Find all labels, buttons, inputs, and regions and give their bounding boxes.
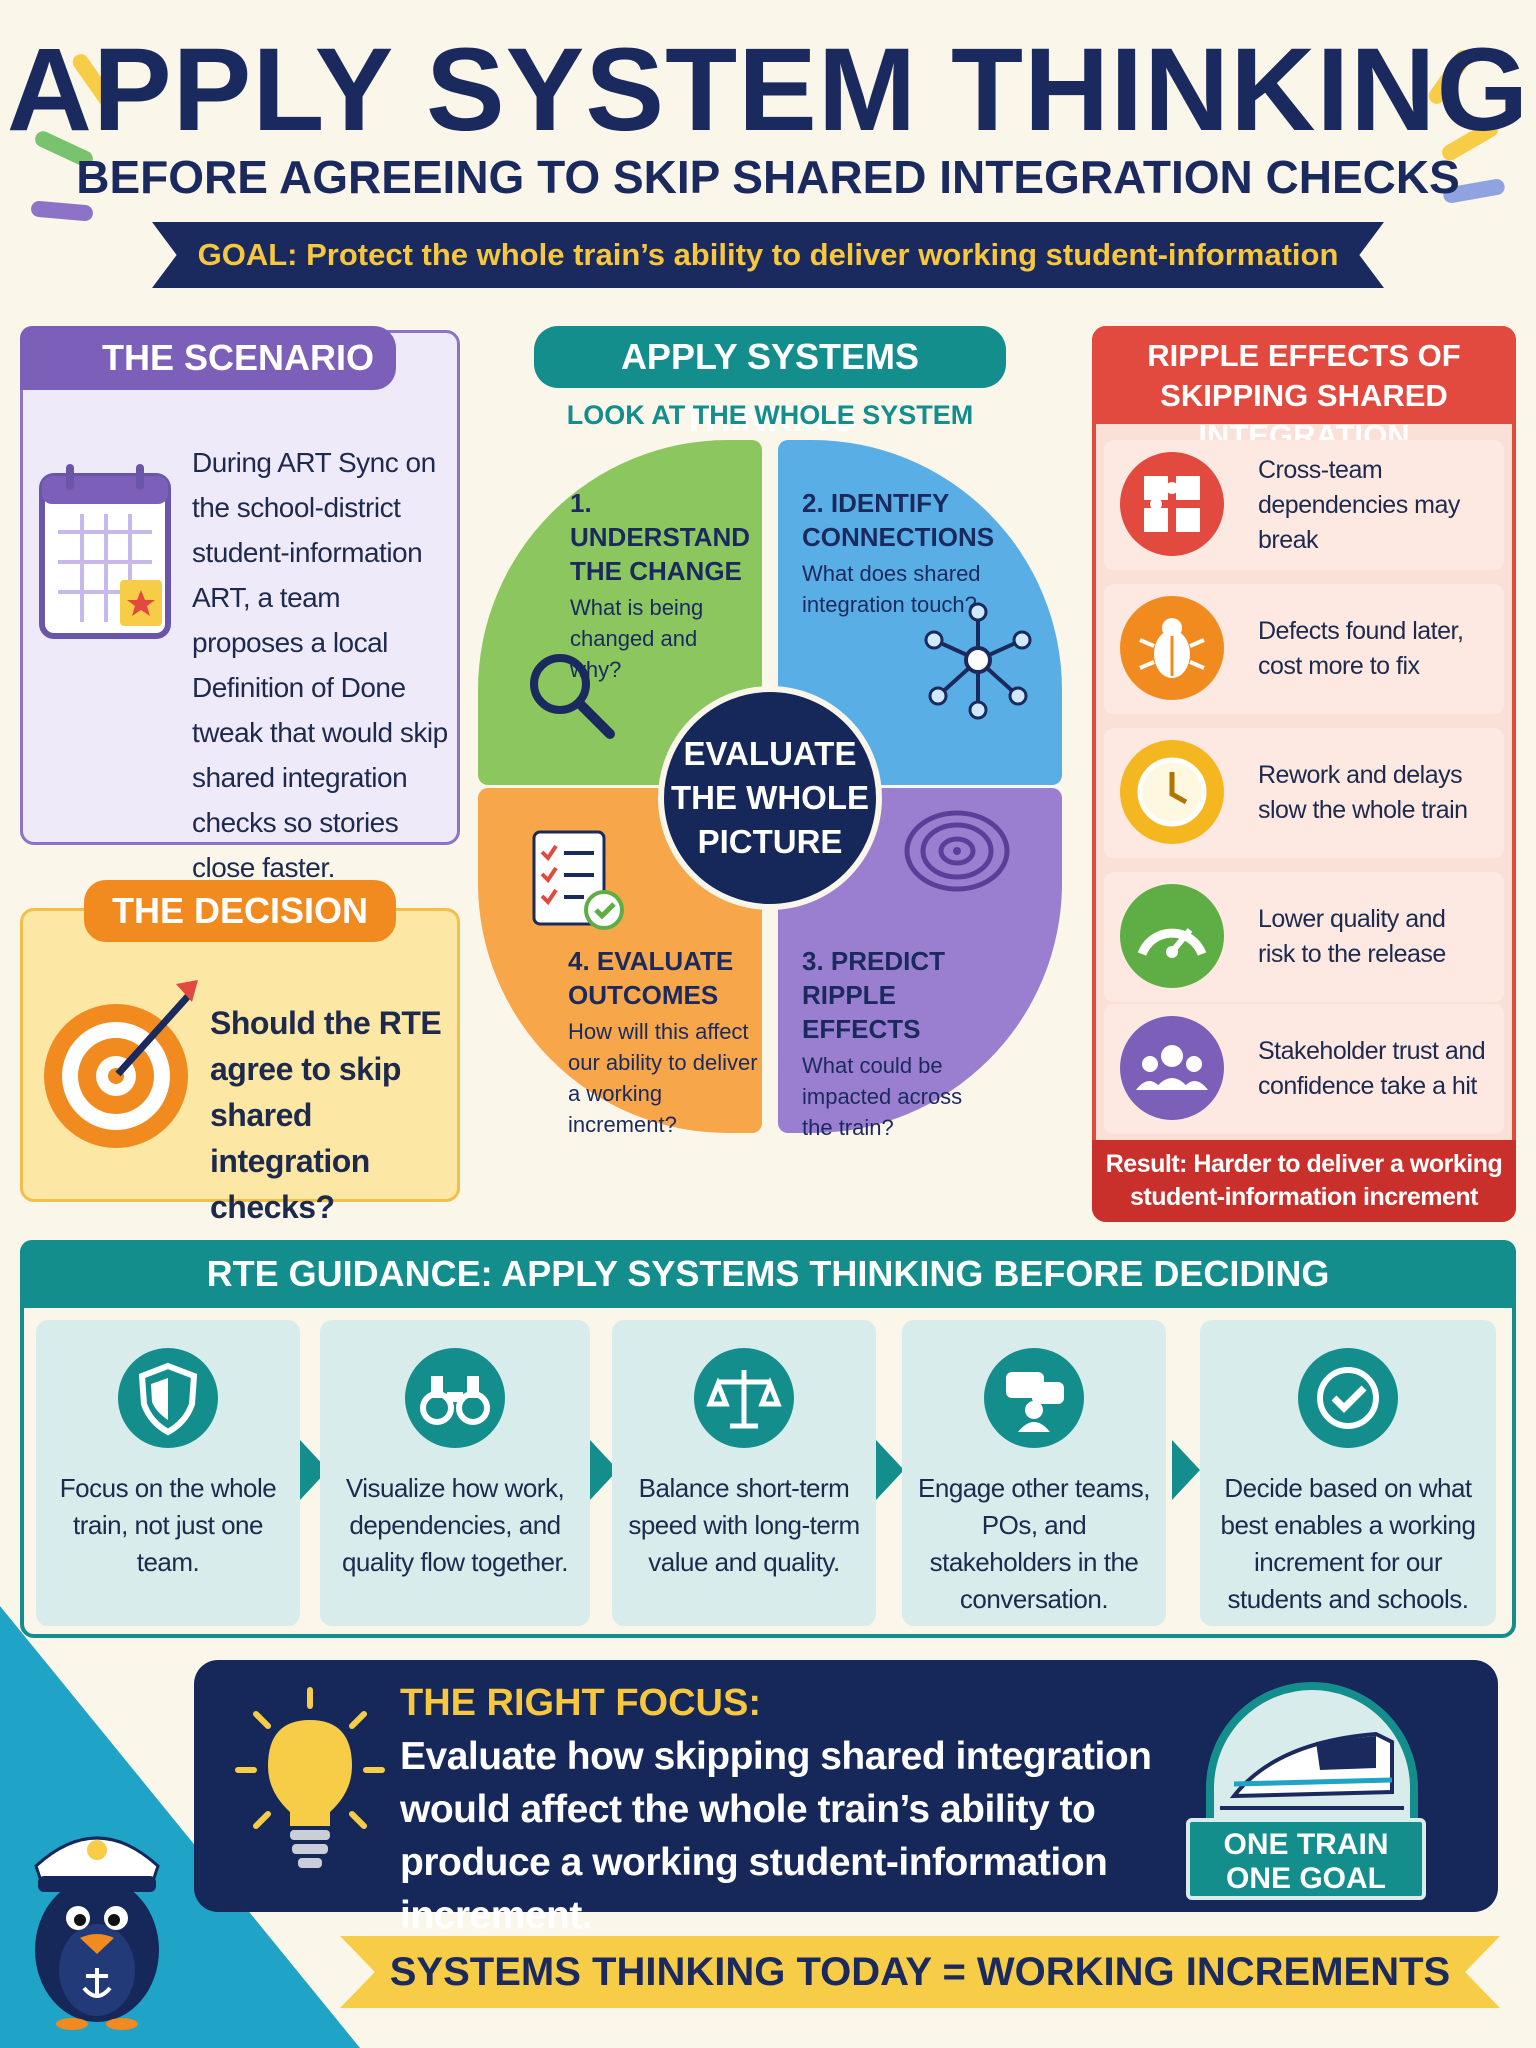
badge-plate: ONE TRAIN ONE GOAL — [1186, 1818, 1426, 1900]
ripple-item: Lower quality and risk to the release — [1104, 872, 1504, 1002]
ripple-text: Cross-team dependencies may break — [1258, 455, 1460, 554]
step-text: Decide based on what best enables a work… — [1220, 1473, 1476, 1614]
decision-text: Should the RTE agree to skip shared inte… — [210, 1005, 442, 1225]
step-text: Visualize how work, dependencies, and qu… — [341, 1473, 569, 1577]
ripple-text: Defects found later, cost more to fix — [1258, 617, 1464, 680]
guidance-step: Visualize how work, dependencies, and qu… — [320, 1320, 590, 1626]
goal-banner: GOAL: Protect the whole train’s ability … — [152, 222, 1384, 288]
people-icon — [1120, 1016, 1224, 1120]
quadrant-title: 4. EVALUATE OUTCOMES — [568, 946, 734, 1010]
target-icon — [40, 976, 200, 1156]
step-text: Balance short-term speed with long-term … — [628, 1473, 860, 1577]
ripple-item: Stakeholder trust and confidence take a … — [1104, 1004, 1504, 1134]
puzzle-icon — [1120, 452, 1224, 556]
quadrant-title: 3. PREDICT RIPPLE EFFECTS — [802, 946, 946, 1044]
ripple-title: RIPPLE EFFECTS OF SKIPPING SHARED INTEGR… — [1092, 326, 1516, 453]
systems-title: APPLY SYSTEMS THINKING — [534, 326, 1006, 439]
quadrant-text: What does shared integration touch? — [802, 561, 981, 617]
bottom-banner: SYSTEMS THINKING TODAY = WORKING INCREME… — [340, 1936, 1500, 2008]
train-badge — [1196, 1672, 1428, 1904]
ripple-item: Cross-team dependencies may break — [1104, 440, 1504, 570]
gauge-icon — [1120, 884, 1224, 988]
mascot-captain-icon — [22, 1800, 172, 2030]
ripple-icon — [902, 806, 1012, 901]
team-icon — [984, 1348, 1084, 1448]
quadrant-text: What is being changed and why? — [570, 595, 704, 682]
page-title: APPLY SYSTEM THINKING — [6, 24, 1530, 156]
bug-icon — [1120, 596, 1224, 700]
step-text: Focus on the whole train, not just one t… — [59, 1473, 277, 1577]
shield-icon — [118, 1348, 218, 1448]
scenario-text: During ART Sync on the school-district s… — [192, 447, 448, 883]
quadrant-text: What could be impacted across the train? — [802, 1053, 963, 1140]
ripple-text: Rework and delays slow the whole train — [1258, 761, 1468, 824]
step-arrow — [876, 1440, 904, 1500]
focus-text: Evaluate how skipping shared integration… — [400, 1735, 1152, 1937]
guidance-title: RTE GUIDANCE: APPLY SYSTEMS THINKING BEF… — [20, 1240, 1516, 1308]
calendar-icon — [38, 462, 172, 640]
quadrant-title: 2. IDENTIFY CONNECTIONS — [802, 488, 995, 552]
ripple-text: Lower quality and risk to the release — [1258, 905, 1446, 968]
guidance-step: Engage other teams, POs, and stakeholder… — [902, 1320, 1166, 1626]
guidance-step: Decide based on what best enables a work… — [1200, 1320, 1496, 1626]
page-subtitle: BEFORE AGREEING TO SKIP SHARED INTEGRATI… — [76, 151, 1460, 203]
ripple-item: Defects found later, cost more to fix — [1104, 584, 1504, 714]
check-icon — [1298, 1348, 1398, 1448]
scales-icon — [694, 1348, 794, 1448]
guidance-step: Balance short-term speed with long-term … — [612, 1320, 876, 1626]
magnifier-icon — [520, 644, 620, 749]
quadrant-title: 1. UNDERSTAND THE CHANGE — [570, 488, 751, 586]
center-evaluate: EVALUATE THE WHOLE PICTURE — [658, 686, 882, 910]
checklist-icon — [528, 826, 628, 941]
systems-subtitle: LOOK AT THE WHOLE SYSTEM — [566, 400, 974, 430]
binoculars-icon — [405, 1348, 505, 1448]
badge-line: ONE TRAIN — [1223, 1828, 1389, 1861]
badge-line: ONE GOAL — [1225, 1862, 1386, 1895]
lightbulb-icon — [230, 1684, 390, 1884]
ripple-item: Rework and delays slow the whole train — [1104, 728, 1504, 858]
clock-icon — [1120, 740, 1224, 844]
quadrant-text: How will this affect our ability to deli… — [568, 1019, 758, 1137]
ripple-result: Result: Harder to deliver a working stud… — [1092, 1140, 1516, 1222]
step-arrow — [1172, 1440, 1200, 1500]
ripple-text: Stakeholder trust and confidence take a … — [1258, 1037, 1486, 1100]
network-icon — [918, 600, 1038, 725]
step-text: Engage other teams, POs, and stakeholder… — [918, 1473, 1150, 1614]
decision-title: THE DECISION — [84, 880, 396, 942]
focus-label: THE RIGHT FOCUS: — [400, 1682, 761, 1724]
scenario-title: THE SCENARIO — [20, 326, 396, 390]
guidance-step: Focus on the whole train, not just one t… — [36, 1320, 300, 1626]
